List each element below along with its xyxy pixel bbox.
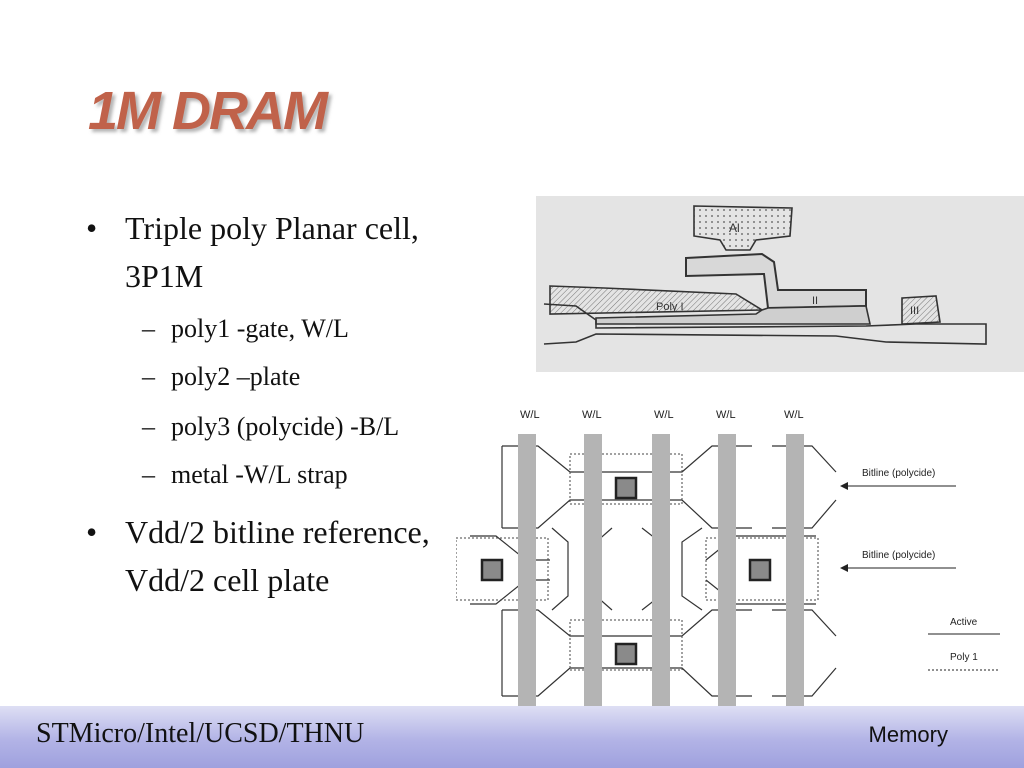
bullet-text: Triple poly Planar cell, 3P1M — [125, 210, 419, 294]
al-contact-shape — [693, 205, 793, 251]
sub-bullet-dash: – — [142, 314, 155, 343]
wl-label: W/L — [582, 409, 602, 421]
footer-affiliation: STMicro/Intel/UCSD/THNU — [36, 718, 365, 749]
label-poly-i: Poly I — [656, 301, 684, 313]
sub-bullet-text: metal -W/L strap — [171, 460, 348, 489]
footer-topic: Memory — [868, 722, 948, 747]
wl-label: W/L — [520, 409, 540, 421]
cell-cross-section-image: Al Poly I II III — [536, 196, 1024, 372]
poly-iii-shape — [685, 252, 867, 310]
layout-drawing: W/L W/L W/L W/L W/L — [455, 409, 1000, 706]
bitline-contacts — [480, 476, 772, 666]
sub-bullet-dash: – — [142, 412, 155, 441]
substrate-outline — [543, 303, 987, 345]
wl-label: W/L — [654, 409, 674, 421]
footer-bar: STMicro/Intel/UCSD/THNU Memory — [0, 706, 1024, 768]
legend-poly1: Poly 1 — [950, 652, 978, 663]
arrow-head-icon — [840, 482, 848, 490]
poly-i-shape — [549, 285, 765, 315]
wl-label: W/L — [716, 409, 736, 421]
label-al: Al — [729, 221, 740, 235]
poly-ii-shape — [595, 305, 871, 325]
bullet-dot: • — [86, 210, 98, 246]
arrow-head-icon — [840, 564, 848, 572]
sub-bullet-text: poly1 -gate, W/L — [171, 314, 349, 343]
slide-title: 1M DRAM — [88, 81, 328, 141]
poly-iii-right-shape — [901, 295, 941, 325]
sub-bullet-dash: – — [142, 460, 155, 489]
bitline-label: Bitline (polycide) — [862, 550, 935, 561]
bullet-text: Vdd/2 bitline reference, Vdd/2 cell plat… — [125, 514, 430, 598]
sub-bullet-text: poly3 (polycide) -B/L — [171, 412, 400, 441]
sub-bullet-text: poly2 –plate — [171, 362, 301, 391]
poly1-wordlines — [518, 434, 804, 706]
cell-layout-diagram: W/L W/L W/L W/L W/L — [455, 400, 1024, 706]
sub-bullet-dash: – — [142, 362, 155, 391]
label-iii: III — [910, 305, 919, 317]
contact-areas — [455, 453, 819, 671]
bullet-dot: • — [86, 514, 98, 550]
wl-label: W/L — [784, 409, 804, 421]
bitline-label: Bitline (polycide) — [862, 468, 935, 479]
legend-active: Active — [950, 617, 978, 628]
label-ii: II — [812, 295, 818, 307]
cross-section-drawing: Al Poly I II III — [543, 205, 987, 345]
